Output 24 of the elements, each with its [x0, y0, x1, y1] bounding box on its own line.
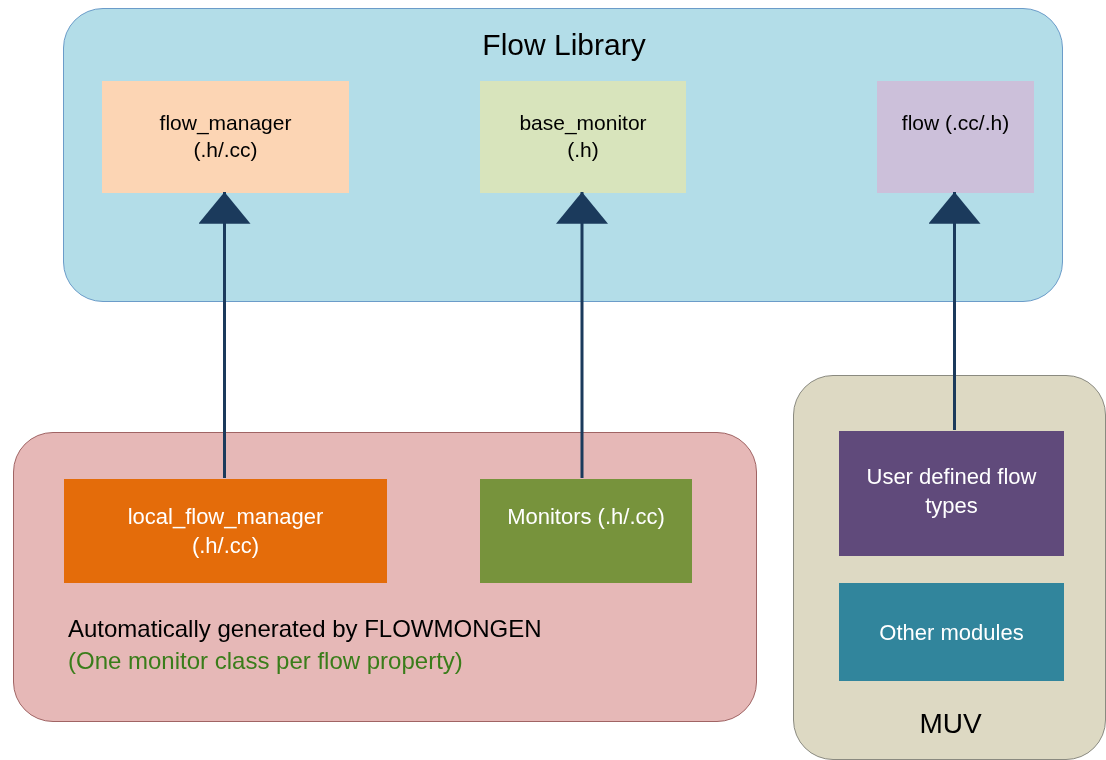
box-label: Monitors (.h/.cc): [506, 503, 666, 531]
panel-note: (One monitor class per flow property): [68, 646, 464, 676]
arrow: [198, 192, 251, 478]
module-box: [839, 431, 1064, 556]
class-box: [480, 479, 692, 583]
group-panel: [13, 432, 757, 722]
class-box: [480, 81, 686, 193]
class-box: [102, 81, 349, 193]
group-panel: [793, 375, 1106, 760]
box-label: base_monitor (.h): [518, 110, 648, 164]
box-label: User defined flow types: [865, 463, 1038, 520]
panel-note: Automatically generated by FLOWMONGEN: [68, 614, 543, 644]
box-label: Other modules: [878, 619, 1025, 647]
box-label: flow (.cc/.h): [900, 110, 1011, 136]
module-box: [839, 583, 1064, 681]
class-box: [877, 81, 1034, 193]
box-label: flow_manager (.h/.cc): [158, 110, 293, 164]
box-label: local_flow_manager (.h/.cc): [126, 503, 325, 560]
panel-title: MUV: [918, 707, 983, 741]
panel-title: Flow Library: [481, 27, 647, 63]
arrow: [556, 192, 608, 478]
group-panel: [63, 8, 1063, 302]
class-box: [64, 479, 387, 583]
arrow: [928, 192, 981, 430]
